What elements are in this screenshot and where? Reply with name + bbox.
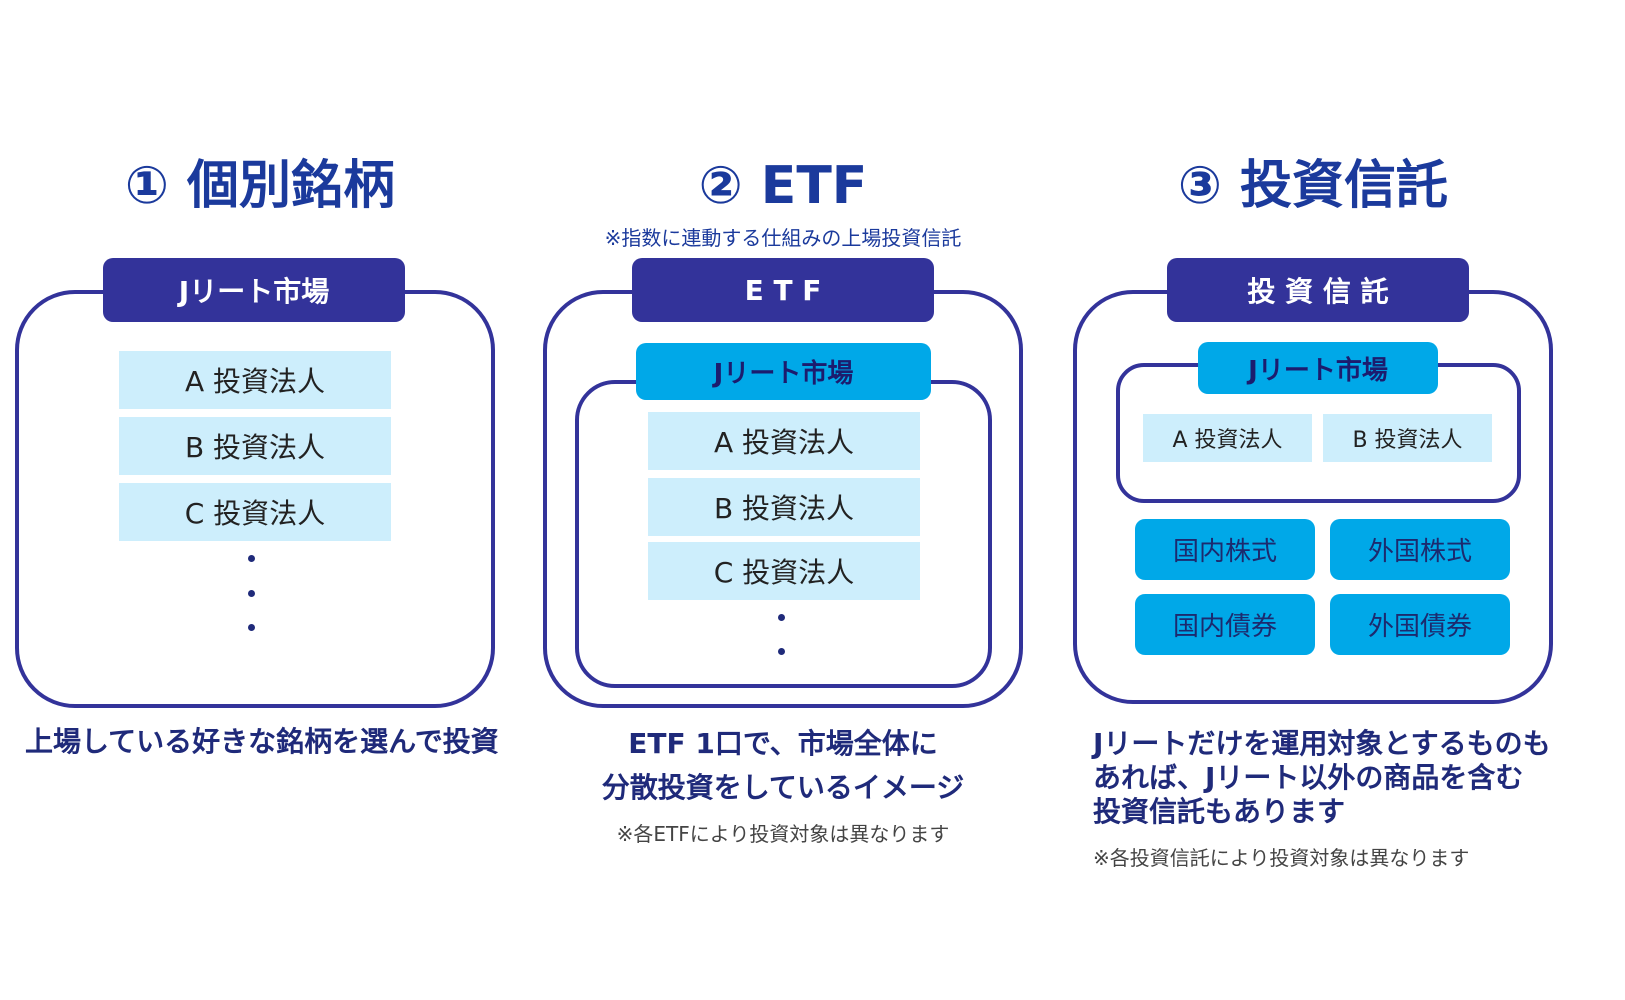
etf-reit-cell-c: C 投資法人 — [648, 542, 920, 600]
title-investment-trust: ③ 投資信託 — [1177, 156, 1449, 216]
foreign-stocks-box: 外国株式 — [1330, 519, 1510, 580]
ellipsis-dot — [778, 614, 785, 621]
jreit-market-tab: Jリート市場 — [103, 258, 405, 322]
trust-caption-line-1: Jリートだけを運用対象とするものも — [1093, 727, 1551, 760]
etf-reit-cell-a: A 投資法人 — [648, 412, 920, 470]
title-individual-stocks: ① 個別銘柄 — [124, 156, 396, 216]
etf-jreit-market-tab: Jリート市場 — [636, 343, 931, 400]
trust-footnote: ※各投資信託により投資対象は異なります — [1093, 846, 1470, 870]
title-etf: ② ETF — [698, 156, 868, 216]
ellipsis-dot — [778, 648, 785, 655]
reit-cell-b: B 投資法人 — [119, 417, 391, 475]
trust-reit-cell-b: B 投資法人 — [1323, 414, 1492, 462]
reit-cell-a: A 投資法人 — [119, 351, 391, 409]
reit-cell-c: C 投資法人 — [119, 483, 391, 541]
ellipsis-dot — [248, 624, 255, 631]
etf-reit-cell-b: B 投資法人 — [648, 478, 920, 536]
etf-caption-line-2: 分散投資をしているイメージ — [601, 771, 965, 804]
trust-caption-line-2: あれば、Jリート以外の商品を含む — [1093, 761, 1524, 794]
foreign-bonds-box: 外国債券 — [1330, 594, 1510, 655]
domestic-bonds-box: 国内債券 — [1135, 594, 1315, 655]
etf-caption-line-1: ETF 1口で、市場全体に — [628, 727, 938, 760]
individual-stocks-caption: 上場している好きな銘柄を選んで投資 — [25, 725, 499, 758]
ellipsis-dot — [248, 555, 255, 562]
etf-tab: E T F — [632, 258, 934, 322]
trust-reit-cell-a: A 投資法人 — [1143, 414, 1312, 462]
trust-caption-line-3: 投資信託もあります — [1093, 795, 1346, 828]
etf-footnote: ※各ETFにより投資対象は異なります — [616, 822, 950, 846]
etf-subnote: ※指数に連動する仕組みの上場投資信託 — [604, 226, 962, 250]
investment-trust-tab: 投 資 信 託 — [1167, 258, 1469, 322]
ellipsis-dot — [248, 590, 255, 597]
trust-jreit-market-tab: Jリート市場 — [1198, 342, 1438, 394]
domestic-stocks-box: 国内株式 — [1135, 519, 1315, 580]
